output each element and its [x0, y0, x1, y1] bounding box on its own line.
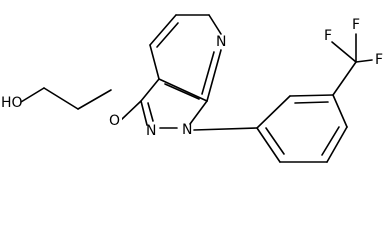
bond-c3a-c4	[149, 44, 160, 80]
bond-n1-phenyl	[193, 127, 258, 131]
bond-c-f2	[355, 59, 373, 63]
bond-c4-c5-double	[156, 22, 179, 48]
bond-ph1-ph2	[256, 95, 291, 129]
bond-ho-ch2	[20, 87, 45, 103]
bond-c7a-n1	[189, 100, 208, 125]
atom-label-pyrazole-n2: N	[146, 123, 156, 139]
atom-label-hydroxyl: HO	[1, 95, 23, 111]
bond-c3a-c7a	[158, 78, 208, 102]
atom-label-fluorine-1: F	[324, 28, 332, 44]
bond-n7-c7a-double	[201, 51, 215, 95]
bond-c-f1	[331, 41, 357, 63]
atom-labels: HO O N N N F F F	[1, 17, 383, 139]
bond-n2-c3	[140, 100, 148, 126]
bond-c3-c3a	[140, 78, 160, 102]
bonds	[20, 14, 373, 163]
bond-n7-c7a	[206, 49, 222, 102]
bond-n2-c3-double	[147, 102, 154, 122]
atom-label-fluorine-2: F	[352, 17, 360, 33]
bond-ph6-ph1	[256, 127, 281, 163]
bond-ph4-ph5	[326, 126, 348, 163]
bond-c4-c5	[149, 14, 177, 46]
bond-c3a-c7a-double	[164, 83, 200, 100]
bond-ph2-ph3-double	[294, 101, 329, 104]
atom-label-fluorine-3: F	[375, 52, 383, 68]
bond-ph4-ph5-double	[321, 126, 340, 156]
atom-label-pyrazole-n1: N	[182, 122, 192, 138]
bond-ph3-cf3	[332, 61, 357, 96]
bond-o-c3	[120, 100, 142, 121]
atom-label-ether-oxygen: O	[109, 113, 120, 129]
bond-ch2-ch2	[43, 87, 79, 110]
bond-ph2-ph3	[289, 94, 334, 97]
bond-c6-n7	[208, 14, 222, 35]
bond-ph3-ph4	[332, 94, 348, 128]
bond-ph6-ph1-double	[265, 127, 285, 155]
chemical-structure: HO O N N N F F F	[1, 14, 383, 163]
bond-ch2-o	[77, 89, 112, 110]
atom-label-pyridine-nitrogen: N	[216, 34, 226, 50]
